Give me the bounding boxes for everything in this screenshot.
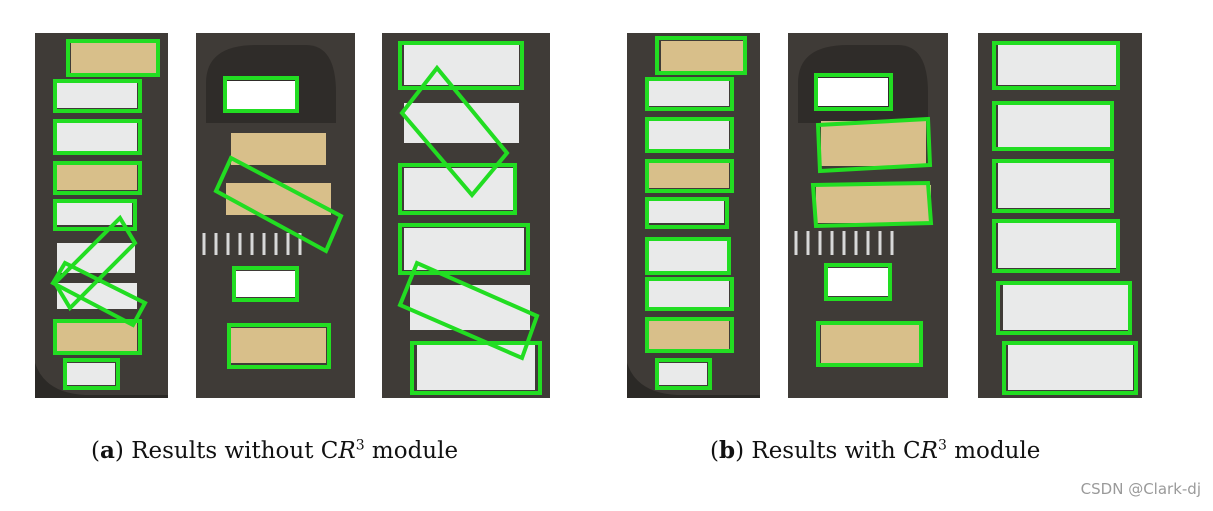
- caption-b: (b) Results with CR3 module: [710, 437, 1041, 464]
- caption-a-text-after: module: [364, 438, 459, 464]
- aerial-image-b3: [978, 33, 1142, 398]
- caption-b-sup: 3: [937, 437, 947, 454]
- caption-b-r: R: [920, 438, 938, 464]
- aerial-image-a1: [35, 33, 168, 398]
- aerial-image-b1: [627, 33, 760, 398]
- aerial-image-a2: [196, 33, 355, 398]
- caption-b-text: Results with C: [751, 438, 921, 464]
- aerial-image-b2: [788, 33, 948, 398]
- caption-a-letter: a: [99, 437, 115, 464]
- caption-b-text-after: module: [946, 438, 1041, 464]
- caption-a-text: Results without C: [131, 438, 339, 464]
- watermark: CSDN @Clark-dj: [1080, 480, 1201, 498]
- aerial-image-a3: [382, 33, 550, 398]
- caption-a-sup: 3: [355, 437, 365, 454]
- caption-a: (a) Results without CR3 module: [91, 437, 459, 464]
- caption-b-letter: b: [718, 437, 736, 464]
- caption-a-r: R: [338, 438, 356, 464]
